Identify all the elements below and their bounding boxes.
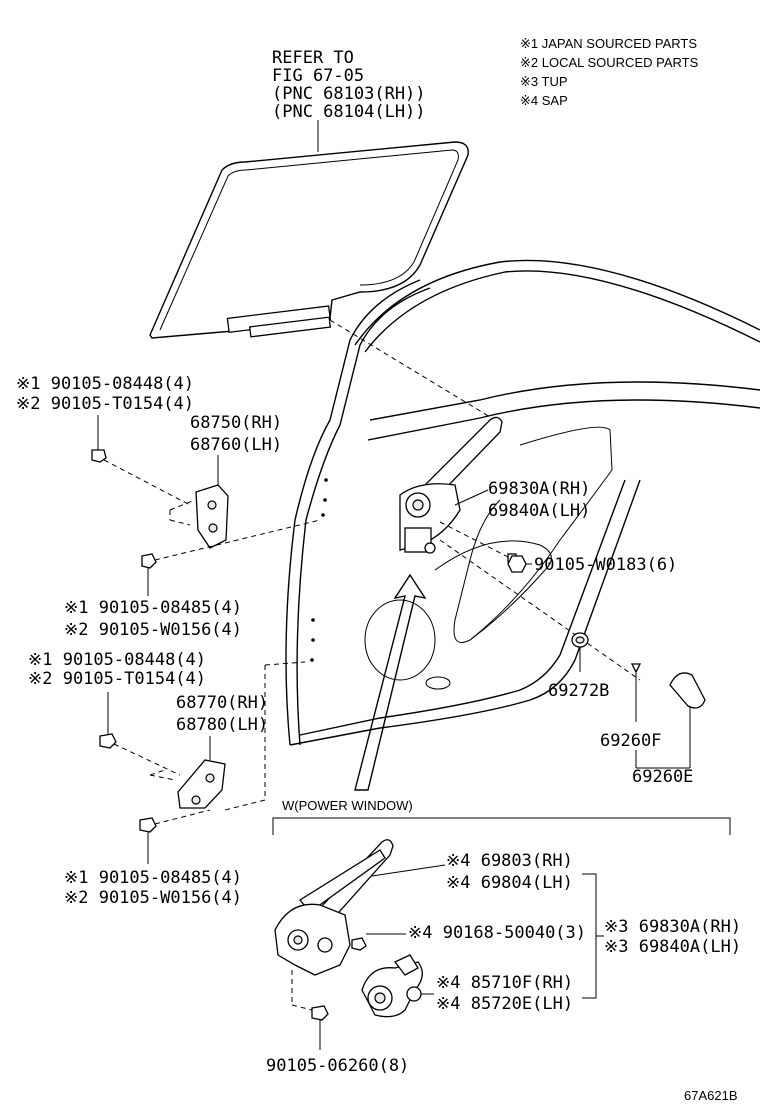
refer-note: REFER TO FIG 67-05 (PNC 68103(RH)) (PNC … bbox=[272, 48, 426, 152]
lower-hinge-bolt-bottom bbox=[139, 809, 211, 864]
speaker-hole bbox=[364, 599, 436, 681]
label-upper-hinge-bolt-2: ※2 90105-W0156(4) bbox=[64, 620, 242, 640]
label-pw-regulator-rh: ※4 69803(RH) bbox=[446, 851, 573, 871]
label-regulator-bolt: 90105-W0183(6) bbox=[534, 555, 677, 575]
cover bbox=[635, 672, 706, 769]
label-regulator-rh: 69830A(RH) bbox=[488, 479, 590, 499]
label-lower-hinge-rh: 68770(RH) bbox=[176, 693, 268, 713]
upper-hinge-bolt-top bbox=[91, 415, 191, 506]
label-upper-hinge-lh: 68760(LH) bbox=[190, 435, 282, 455]
label-lower-hinge-bolt-2: ※2 90105-W0156(4) bbox=[64, 888, 242, 908]
label-lower-hinge-lh: 68780(LH) bbox=[176, 715, 268, 735]
pw-bolt bbox=[291, 970, 329, 1050]
label-lower-bolt-2: ※2 90105-T0154(4) bbox=[28, 669, 206, 689]
label-upper-hinge-rh: 68750(RH) bbox=[190, 413, 282, 433]
label-lower-bolt-1: ※1 90105-08448(4) bbox=[28, 650, 206, 670]
regulator-bolt bbox=[507, 553, 532, 573]
legend-sap: ※4 SAP bbox=[520, 93, 568, 108]
label-clip: 69260F bbox=[600, 731, 661, 751]
door-panel bbox=[285, 259, 760, 746]
lower-hinge-bolt-top bbox=[99, 692, 181, 776]
legend-local: ※2 LOCAL SOURCED PARTS bbox=[520, 55, 699, 70]
upper-hinge bbox=[169, 455, 229, 549]
pw-regulator bbox=[274, 839, 446, 976]
label-cover-set: 69260E bbox=[632, 767, 693, 787]
install-arrow bbox=[354, 573, 427, 791]
label-upper-hinge-bolt-1: ※1 90105-08485(4) bbox=[64, 598, 242, 618]
label-pw-screw: ※4 90168-50040(3) bbox=[408, 923, 586, 943]
door-glass bbox=[149, 141, 469, 339]
figure-code: 67A621B bbox=[684, 1088, 738, 1103]
pw-motor bbox=[361, 954, 434, 1018]
label-upper-bolt-1: ※1 90105-08448(4) bbox=[16, 374, 194, 394]
label-pw-bolt: 90105-06260(8) bbox=[266, 1056, 409, 1076]
label-regulator-lh: 69840A(LH) bbox=[488, 501, 590, 521]
lower-hinge bbox=[149, 661, 306, 811]
label-pw-assy-lh: ※3 69840A(LH) bbox=[604, 937, 741, 957]
clip bbox=[630, 663, 642, 722]
legend: ※1 JAPAN SOURCED PARTS ※2 LOCAL SOURCED … bbox=[520, 36, 699, 108]
label-pw-assy-rh: ※3 69830A(RH) bbox=[604, 917, 741, 937]
refer-line-1: REFER TO bbox=[272, 48, 354, 68]
pw-screw bbox=[351, 933, 406, 951]
label-upper-bolt-2: ※2 90105-T0154(4) bbox=[16, 394, 194, 414]
refer-line-4: (PNC 68104(LH)) bbox=[272, 102, 426, 122]
label-pw-motor-lh: ※4 85720E(LH) bbox=[436, 994, 573, 1014]
legend-japan: ※1 JAPAN SOURCED PARTS bbox=[520, 36, 697, 51]
window-regulator bbox=[354, 416, 641, 791]
label-pw-motor-rh: ※4 85710F(RH) bbox=[436, 973, 573, 993]
label-power-window: W(POWER WINDOW) bbox=[282, 798, 413, 813]
label-pw-regulator-lh: ※4 69804(LH) bbox=[446, 873, 573, 893]
refer-line-3: (PNC 68103(RH)) bbox=[272, 84, 426, 104]
power-window-bracket bbox=[272, 817, 731, 835]
label-grommet: 69272B bbox=[548, 681, 609, 701]
upper-hinge-bolt-bottom bbox=[141, 519, 321, 596]
refer-line-2: FIG 67-05 bbox=[272, 66, 364, 86]
label-lower-hinge-bolt-1: ※1 90105-08485(4) bbox=[64, 868, 242, 888]
legend-tup: ※3 TUP bbox=[520, 74, 568, 89]
grommet bbox=[571, 632, 589, 672]
